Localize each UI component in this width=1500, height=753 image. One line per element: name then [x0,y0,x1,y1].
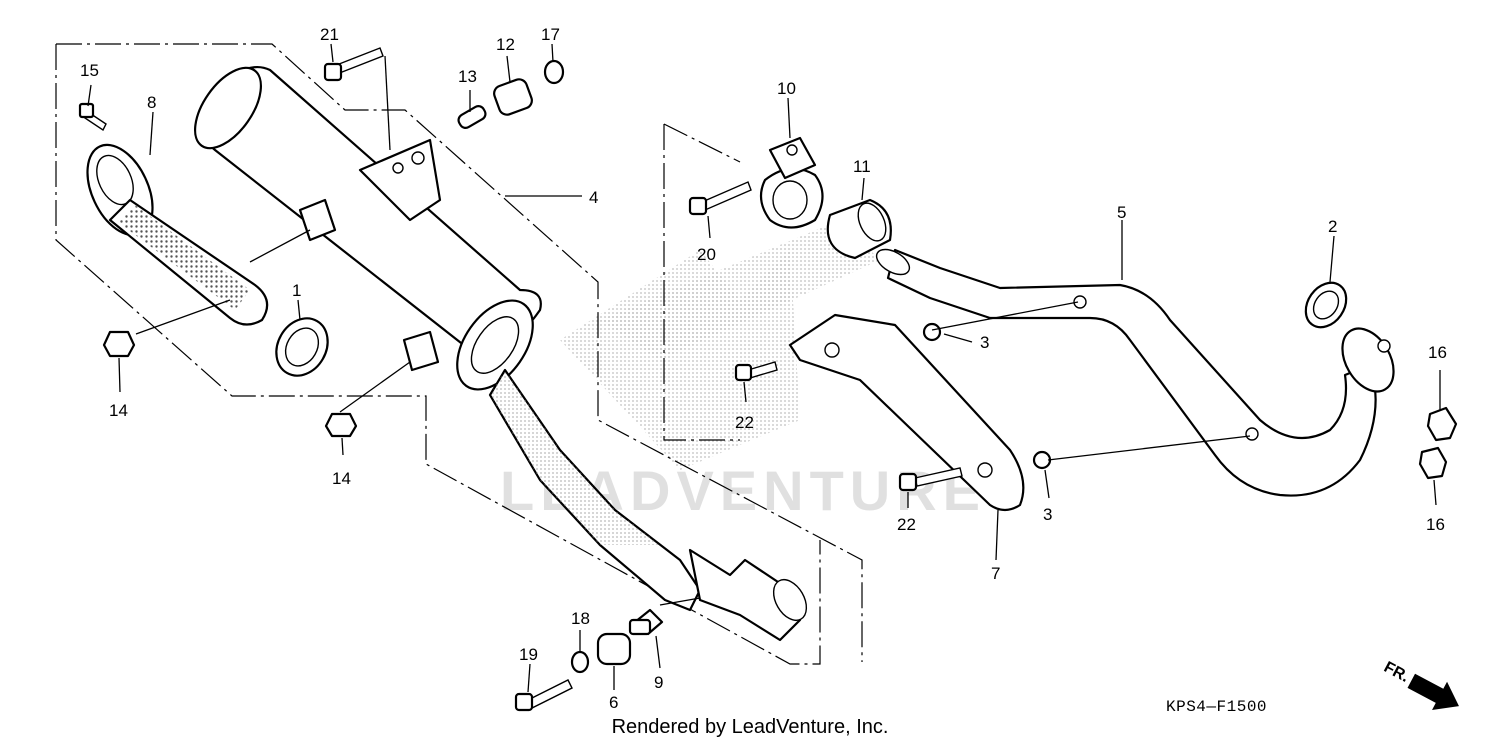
callout-21: 21 [320,25,339,44]
callout-22b: 22 [897,515,916,534]
callout-2: 2 [1328,217,1337,236]
callout-4: 4 [589,188,598,207]
callout-7: 7 [991,564,1000,583]
callout-17: 17 [541,25,560,44]
joint-pipe-part [826,198,892,260]
callout-9: 9 [654,673,663,692]
callout-6: 6 [609,693,618,712]
heat-protector-part [788,313,1025,512]
callout-14b: 14 [332,469,351,488]
assembly-outline [55,43,863,665]
exhaust-pipe-part [875,248,1395,497]
clamp-part [759,136,824,229]
front-direction-indicator: FR. [1381,659,1459,710]
callout-3a: 3 [980,333,989,352]
callout-19: 19 [519,645,538,664]
spark-arrestor-part [86,143,269,326]
callout-18: 18 [571,609,590,628]
callout-13: 13 [458,67,477,86]
callout-14a: 14 [109,401,128,420]
callout-16b: 16 [1426,515,1445,534]
callout-12: 12 [496,35,515,54]
callout-16a: 16 [1428,343,1447,362]
front-arrow-icon [1407,673,1459,710]
hardware-parts [78,47,1458,712]
leader-lines [87,43,1441,693]
drawing-code: KPS4—F1500 [1166,698,1268,716]
callout-15: 15 [80,61,99,80]
gaskets [275,281,1348,377]
callout-10: 10 [777,79,796,98]
callout-11: 11 [853,157,871,176]
callout-20: 20 [697,245,716,264]
muffler-body-part [193,65,808,642]
callout-22a: 22 [735,413,754,432]
callout-1: 1 [292,281,301,300]
callout-labels: 1 2 3 3 4 5 6 7 8 9 10 11 12 13 14 14 15… [80,25,1447,712]
callout-3b: 3 [1043,505,1052,524]
render-credit: Rendered by LeadVenture, Inc. [611,716,889,738]
callout-8: 8 [147,93,156,112]
front-label: FR. [1381,659,1412,686]
callout-5: 5 [1117,203,1126,222]
